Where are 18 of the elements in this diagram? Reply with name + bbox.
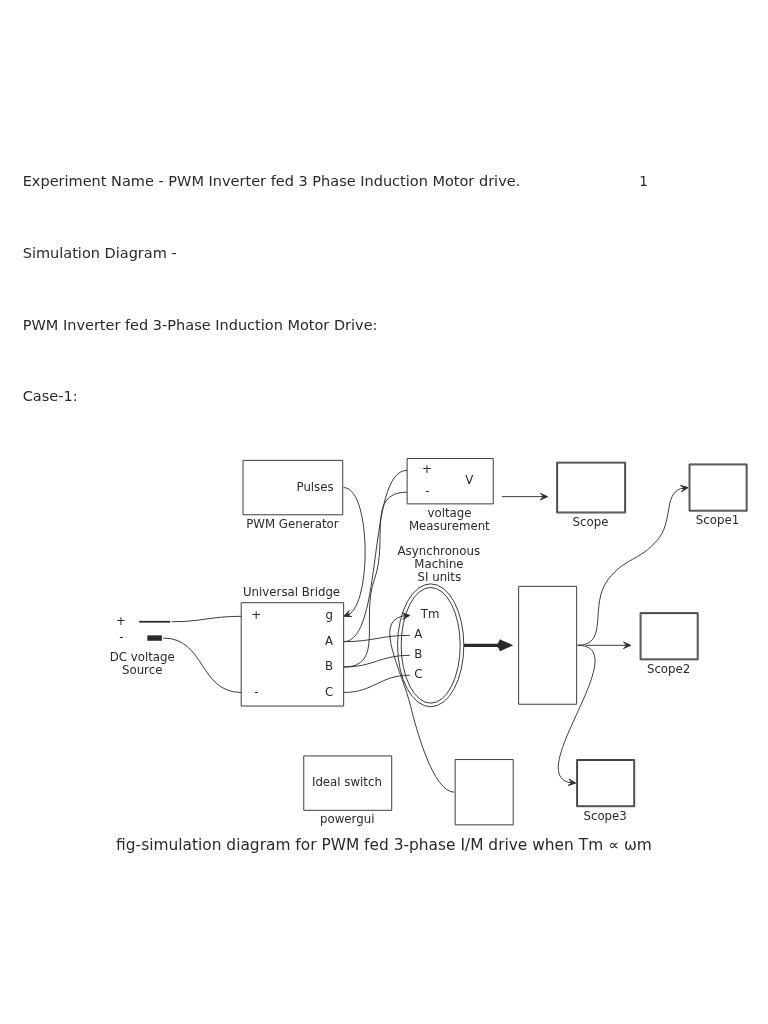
node-label: -: [119, 629, 124, 644]
label: PWM Inverter fed 3-Phase Induction Motor Drive:: [22, 316, 378, 333]
label: Case-1:: [22, 387, 78, 404]
label: Experiment Name - PWM Inverter fed 3 Phase Induction Motor drive.: [22, 172, 521, 189]
node-label: +: [116, 613, 126, 628]
label: 1: [639, 172, 648, 189]
node-label: Scope: [572, 514, 609, 529]
node-label: Scope2: [646, 661, 691, 676]
node-label: powergui: [320, 811, 375, 826]
node-label: Scope3: [583, 808, 627, 823]
node-label: voltage Measurement: [408, 505, 490, 533]
node-label: Scope1: [695, 512, 740, 527]
node-label: Universal Bridge: [243, 584, 341, 599]
label: Simulation Diagram -: [22, 244, 177, 261]
node-label: DC voltage Source: [109, 649, 175, 677]
node-label: Asynchronous Machine SI units: [397, 543, 481, 584]
node-label: PWM Generator: [246, 516, 339, 531]
caption: fig-simulation diagram for PWM fed 3-phase I/M drive when Tm ∝ ωm: [116, 835, 652, 854]
